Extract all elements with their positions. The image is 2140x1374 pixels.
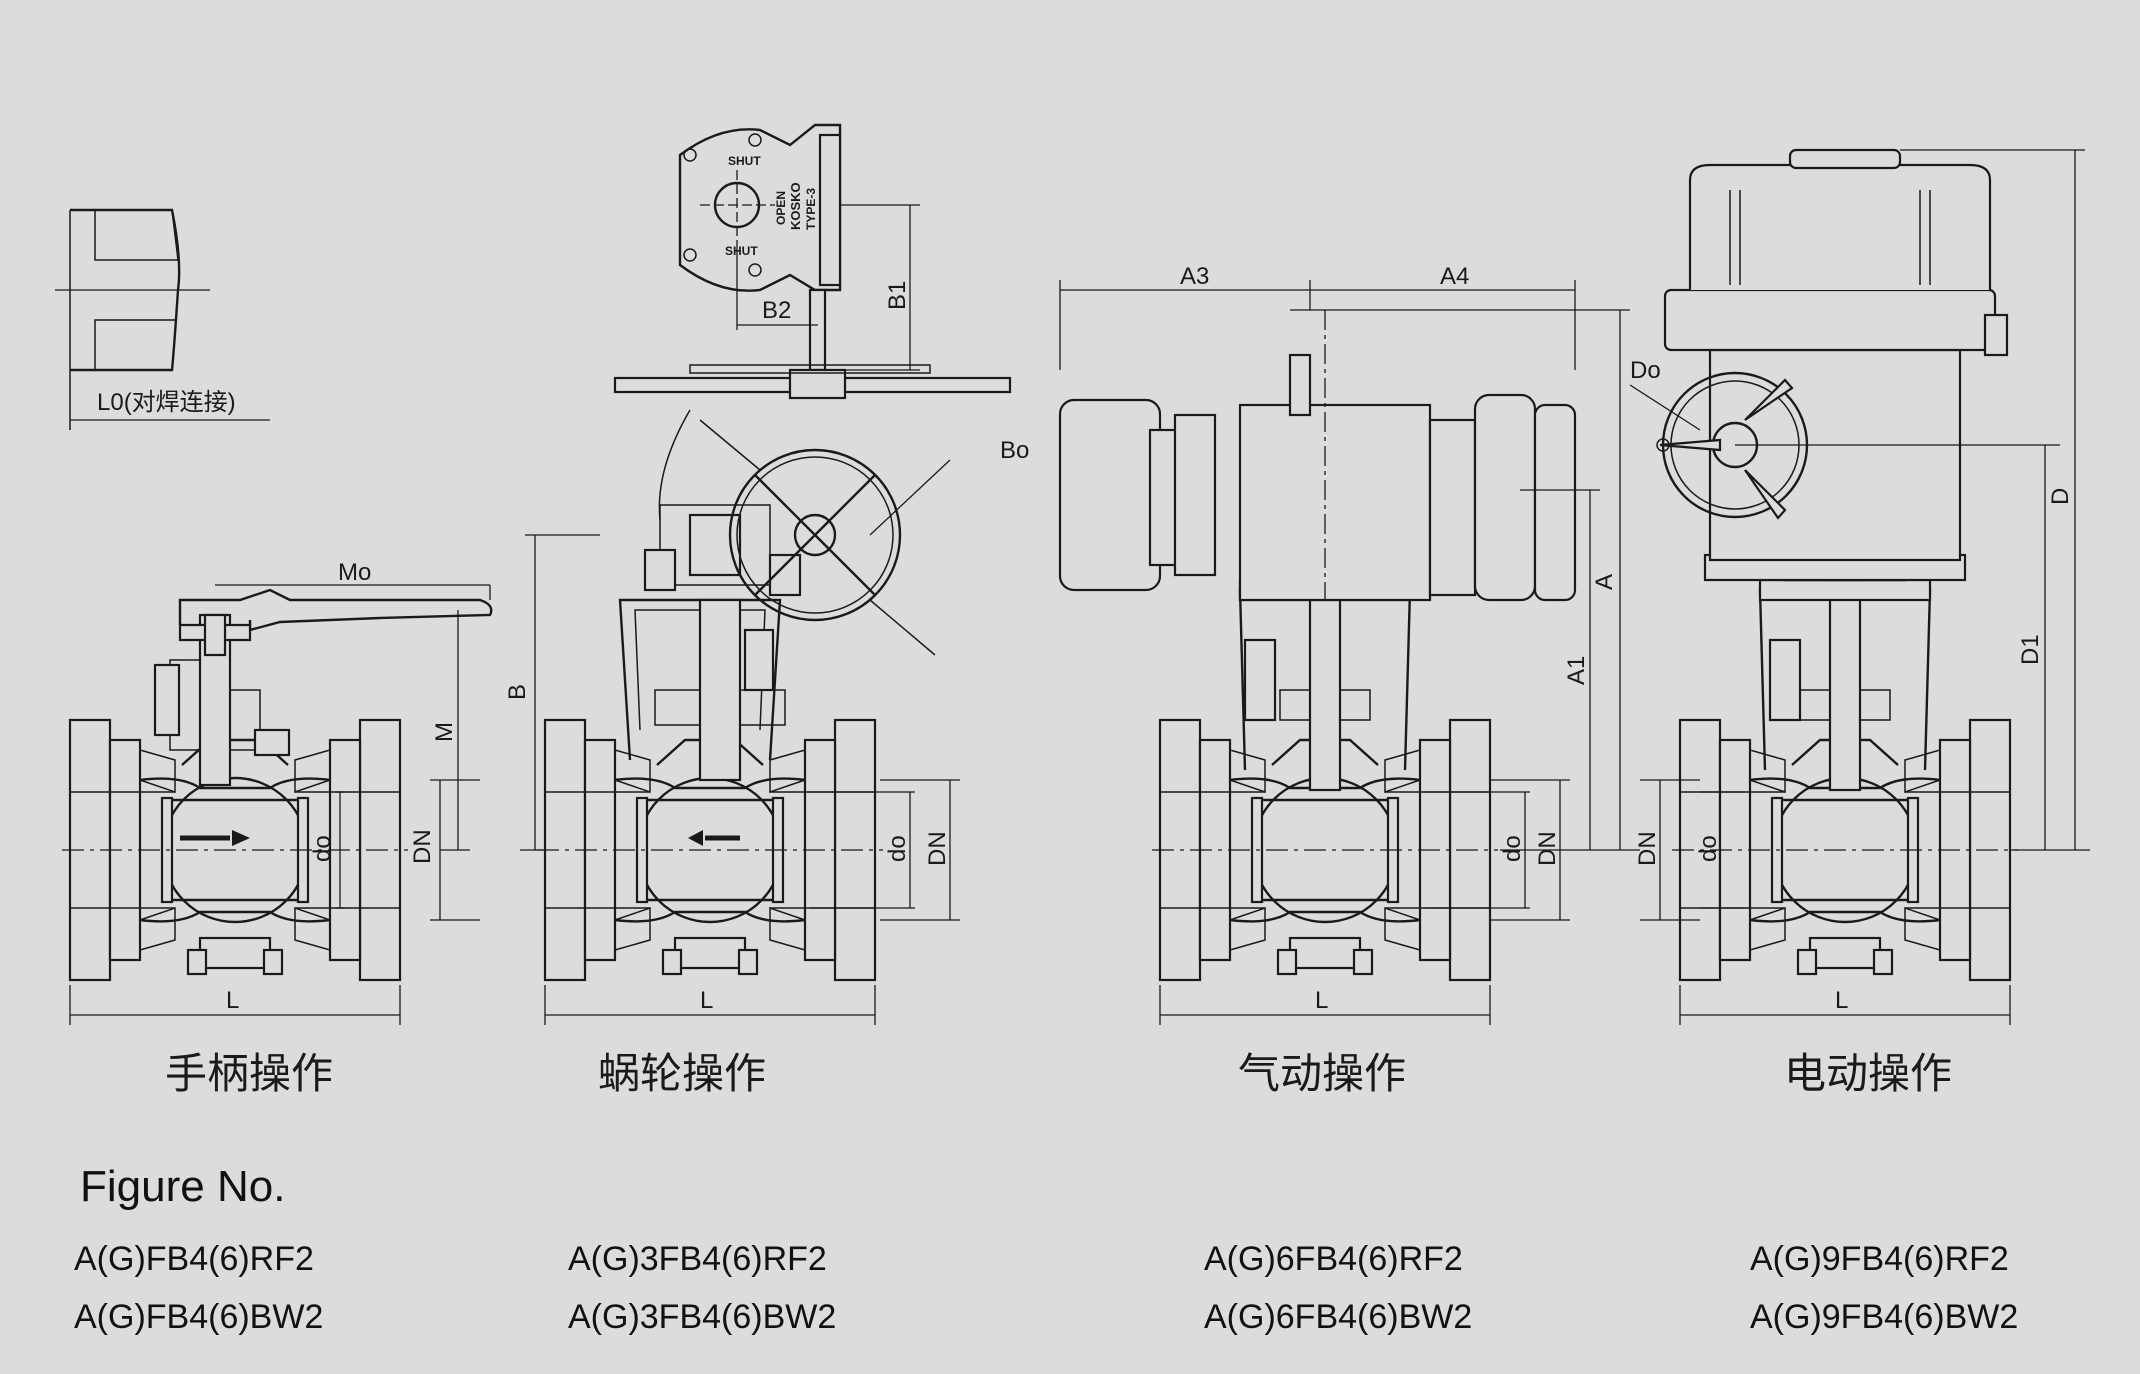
pneumatic-valve-drawing: A3 A4 A A1 do DN L [1058, 263, 1640, 1025]
dim-label-B: B [504, 684, 531, 700]
dim-label-DN: DN [409, 829, 436, 864]
dim-label-A1: A1 [1563, 656, 1590, 685]
gearbox-open: OPEN [774, 191, 788, 225]
model-electric-rf: A(G)9FB4(6)RF2 [1750, 1240, 2009, 1278]
dim-label-B2: B2 [762, 297, 791, 324]
dim-label-Do: Do [1630, 357, 1661, 384]
manual-valve-drawing: Mo M do DN L [60, 559, 493, 1025]
caption-electric: 电动操作 [1784, 1049, 1953, 1098]
dim-label-B1: B1 [884, 281, 911, 310]
dim-label-do-worm: do [884, 835, 911, 862]
gearbox-shut-top: SHUT [728, 154, 761, 168]
caption-worm: 蜗轮操作 [598, 1049, 767, 1098]
dim-label-do: do [309, 835, 336, 862]
dim-label-DN-pneumatic: DN [1534, 831, 1561, 866]
dim-label-L-pneumatic: L [1315, 987, 1328, 1014]
dim-label-A3: A3 [1180, 263, 1209, 290]
model-worm-bw: A(G)3FB4(6)BW2 [568, 1298, 837, 1336]
dim-label-D1: D1 [2017, 634, 2044, 665]
gearbox-brand: KOSKO [788, 182, 803, 230]
dim-label-DN-worm: DN [924, 831, 951, 866]
model-manual-rf: A(G)FB4(6)RF2 [74, 1240, 314, 1278]
dim-label-Mo: Mo [338, 559, 371, 586]
model-pneumatic-rf: A(G)6FB4(6)RF2 [1204, 1240, 1463, 1278]
figure-no-label: Figure No. [80, 1162, 286, 1211]
caption-manual: 手柄操作 [165, 1049, 334, 1098]
dim-label-Bo: Bo [1000, 437, 1029, 464]
dim-label-L-manual: L [226, 987, 239, 1014]
model-pneumatic-bw: A(G)6FB4(6)BW2 [1204, 1298, 1473, 1336]
dim-label-do-pneumatic: do [1499, 835, 1526, 862]
dim-label-L-worm: L [700, 987, 713, 1014]
model-worm-rf: A(G)3FB4(6)RF2 [568, 1240, 827, 1278]
model-manual-bw: A(G)FB4(6)BW2 [74, 1298, 324, 1336]
dim-label-L0: L0(对焊连接) [97, 389, 236, 416]
dim-label-A: A [1591, 574, 1618, 590]
electric-valve-drawing: Do D D1 do DN L [1629, 148, 2090, 1025]
dim-label-D: D [2047, 488, 2074, 505]
caption-pneumatic: 气动操作 [1238, 1049, 1407, 1098]
dim-label-A4: A4 [1440, 263, 1469, 290]
dim-label-do-electric: do [1695, 835, 1722, 862]
dim-label-DN-electric: DN [1634, 831, 1661, 866]
gearbox-shut-bottom: SHUT [725, 244, 758, 258]
dim-label-L-electric: L [1835, 987, 1848, 1014]
gearbox-type: TYPE-3 [804, 188, 818, 230]
model-electric-bw: A(G)9FB4(6)BW2 [1750, 1298, 2019, 1336]
butt-weld-end-detail: L0(对焊连接) [55, 208, 270, 430]
worm-gear-valve-drawing: Bo SHUT SHUT OPEN KOSKO TYPE-3 B1 B2 B [504, 123, 1029, 1025]
dim-label-M: M [431, 722, 458, 742]
